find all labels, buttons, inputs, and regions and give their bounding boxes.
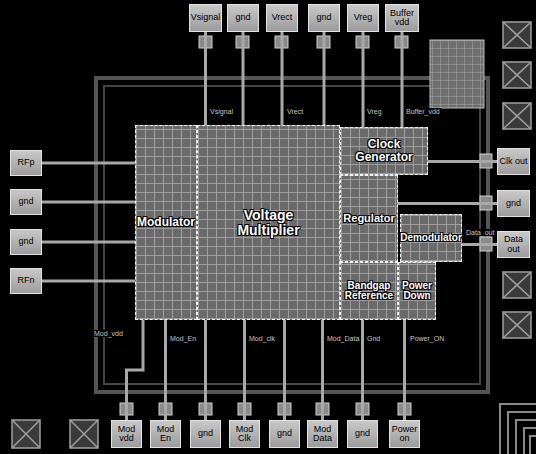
chip-decoration — [12, 22, 536, 454]
block-name: Bandgap Reference — [344, 281, 394, 302]
bond-pad: Mod En — [150, 420, 181, 448]
metal-wire — [242, 32, 245, 125]
block-name: Modulator — [137, 216, 195, 229]
net-label: Data_out — [465, 229, 495, 236]
pin-name: gnd — [198, 429, 213, 438]
pin-name: RFn — [17, 276, 34, 285]
unused-pads — [12, 22, 531, 448]
pin-name: Vsignal — [191, 13, 221, 22]
bond-pad: Mod Clk — [229, 420, 260, 448]
net-label: Mod_Data — [326, 335, 360, 342]
pin-name: Mod En — [152, 425, 179, 444]
circuit-block: Voltage Multiplier — [197, 125, 340, 320]
circuit-block: Power Down — [398, 262, 436, 320]
pin-name: gnd — [316, 13, 331, 22]
pin-name: Mod Data — [309, 425, 336, 444]
metal-wire — [42, 280, 135, 283]
bond-pad: gnd — [190, 420, 221, 448]
metal-wire — [204, 32, 207, 125]
corner-structure — [500, 404, 536, 454]
bond-pad: Vreg — [347, 4, 379, 32]
bond-pad: gnd — [10, 229, 42, 255]
bond-pad: gnd — [497, 190, 530, 217]
block-name: Demodulator — [400, 233, 462, 244]
block-name: Clock Generator — [344, 138, 424, 163]
bond-pad: gnd — [10, 189, 42, 215]
bond-pad: Vrect — [266, 4, 298, 32]
pin-name: Power on — [391, 425, 418, 444]
pin-name: gnd — [18, 197, 33, 206]
bond-pad: Mod Data — [307, 420, 338, 448]
circuit-block: Bandgap Reference — [340, 262, 398, 320]
bond-pad: gnd — [347, 420, 378, 448]
metal-wire — [462, 243, 497, 246]
metal-wire — [42, 241, 135, 244]
circuit-block: Modulator — [135, 125, 197, 320]
bond-pad: RFn — [10, 268, 42, 294]
metal-wire — [243, 320, 246, 420]
bond-pad: gnd — [308, 4, 340, 32]
pin-name: Mod vdd — [113, 425, 140, 444]
metal-wire — [127, 320, 144, 420]
metal-wire — [164, 320, 167, 420]
power-ring — [96, 78, 488, 392]
pin-name: gnd — [355, 429, 370, 438]
metal-wire — [321, 320, 324, 420]
pin-name: Mod Clk — [231, 425, 258, 444]
metal-wire — [283, 320, 286, 420]
net-label: Vrect — [286, 108, 304, 115]
metal-wire — [323, 32, 326, 125]
bond-pad: gnd — [227, 4, 259, 32]
bond-pad: Clk out — [497, 148, 530, 175]
net-label: Mod_vdd — [93, 330, 124, 337]
metal-wire — [361, 320, 364, 420]
bond-pad: Vsignal — [189, 4, 222, 32]
net-label: Vreg — [366, 108, 383, 115]
pin-name: gnd — [18, 237, 33, 246]
pin-name: gnd — [235, 13, 250, 22]
net-label: Mod_En — [169, 335, 197, 342]
circuit-block: Clock Generator — [340, 127, 428, 175]
pin-name: Vreg — [354, 13, 373, 22]
metal-wire — [428, 160, 497, 163]
metal-wire — [403, 320, 406, 420]
buffer-array — [430, 40, 484, 108]
pin-name: gnd — [506, 199, 521, 208]
block-name: Regulator — [343, 213, 394, 225]
pin-name: Clk out — [499, 157, 527, 166]
pin-name: RFp — [17, 158, 34, 167]
pin-name: Vrect — [272, 13, 293, 22]
power-ring — [104, 86, 480, 384]
metal-wire — [362, 32, 365, 127]
net-label: Power_ON — [409, 335, 445, 342]
metal-wire — [281, 32, 284, 125]
net-label: Mod_clk — [248, 335, 276, 342]
circuit-block: Demodulator — [400, 214, 462, 262]
bond-pad: gnd — [269, 420, 300, 448]
net-label: Buffer_vdd — [405, 108, 441, 115]
pin-name: gnd — [277, 429, 292, 438]
pin-name: Data out — [499, 235, 528, 254]
metal-wire — [42, 201, 135, 204]
bond-pad: RFp — [10, 150, 42, 176]
bond-pad: Mod vdd — [111, 420, 142, 448]
block-name: Voltage Multiplier — [223, 208, 315, 237]
pin-name: Buffer vdd — [387, 9, 417, 28]
metal-wire — [401, 32, 404, 127]
esd-cells — [120, 36, 492, 415]
net-label: Gnd — [366, 335, 381, 342]
circuit-block: Regulator — [340, 175, 398, 262]
block-name: Power Down — [402, 281, 432, 302]
net-label: Vsignal — [209, 108, 234, 115]
bond-pad: Buffer vdd — [385, 4, 419, 32]
bond-pad: Data out — [497, 231, 530, 258]
metal-wire — [204, 320, 207, 420]
bond-pad: Power on — [389, 420, 420, 448]
metal-wire — [42, 162, 135, 165]
metal-wire — [398, 202, 497, 205]
